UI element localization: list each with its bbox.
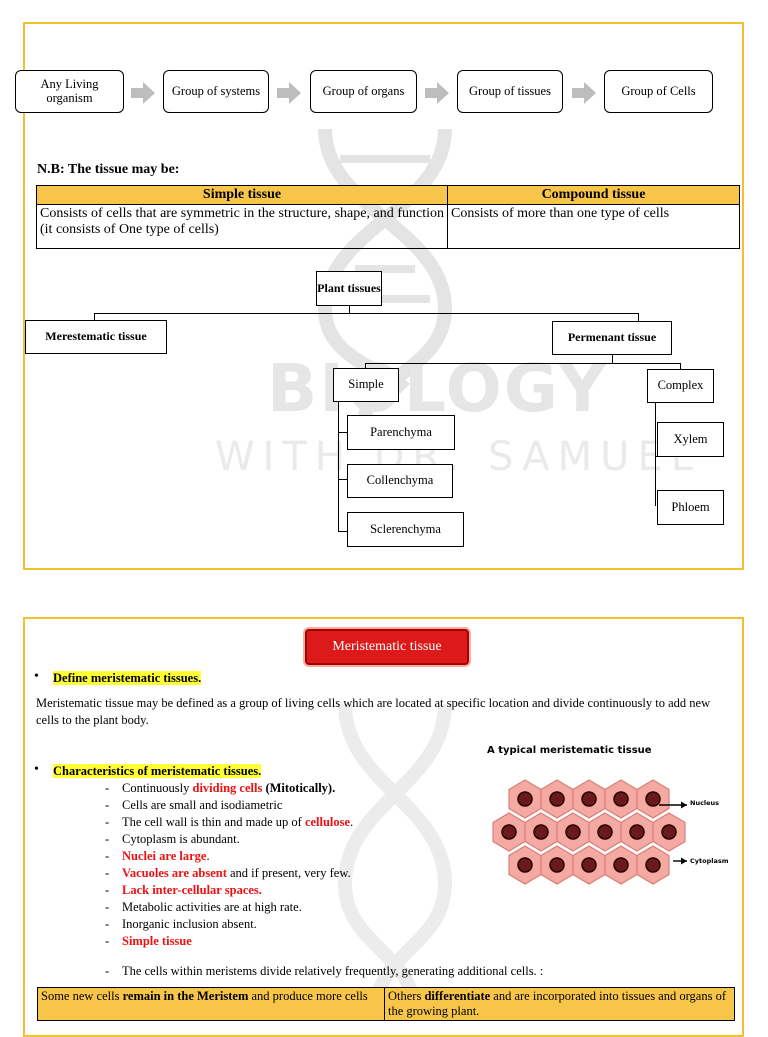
label-nucleus: Nucleus [690, 799, 719, 807]
flow-box-tissues: Group of tissues [457, 70, 563, 113]
nucleus-shape [598, 825, 612, 839]
define-label-wrap: Define meristematic tissues. [53, 670, 201, 687]
nucleus-shape [646, 792, 660, 806]
section-heading-meristematic: Meristematic tissue [305, 629, 469, 665]
characteristic-item: Simple tissue [105, 933, 465, 950]
meristem-outcome-table: Some new cells remain in the Meristem an… [37, 987, 735, 1021]
nucleus-shape [646, 858, 660, 872]
arrowhead-icon [681, 802, 687, 809]
nucleus-shape [502, 825, 516, 839]
meristematic-panel: Meristematic tissue • Define meristemati… [23, 617, 744, 1037]
tree-simple: Simple [333, 368, 399, 402]
nucleus-shape [566, 825, 580, 839]
arrow-right-icon [425, 82, 449, 104]
nb-label: N.B: The tissue may be: [37, 162, 179, 178]
nucleus-shape [518, 792, 532, 806]
watermark-subtitle: WITH DR. SAMUEL [215, 434, 701, 480]
nucleus-shape [582, 792, 596, 806]
arrow-right-icon [277, 82, 301, 104]
cell-diagram [463, 737, 733, 932]
characteristic-item: Cells are small and isodiametric [105, 797, 465, 814]
arrowhead-icon [681, 858, 687, 865]
tree-collenchyma: Collenchyma [347, 464, 453, 498]
flow-box-organism: Any Living organism [15, 70, 124, 113]
flow-box-cells: Group of Cells [604, 70, 713, 113]
nucleus-shape [550, 858, 564, 872]
tree-complex: Complex [647, 369, 714, 403]
note-list: The cells within meristems divide relati… [105, 963, 705, 980]
nucleus-shape [614, 858, 628, 872]
nucleus-shape [518, 858, 532, 872]
bullet-icon: • [34, 669, 39, 685]
characteristic-item: Continuously dividing cells (Mitotically… [105, 780, 465, 797]
figure-meristematic: A typical meristematic tissue Nucleus Cy… [463, 737, 733, 932]
flow-box-systems: Group of systems [163, 70, 269, 113]
tree-meristematic: Merestematic tissue [25, 320, 167, 354]
characteristics-label: Characteristics of meristematic tissues. [53, 764, 261, 778]
tissue-type-table: Simple tissue Compound tissue Consists o… [36, 185, 740, 249]
definition-text: Meristematic tissue may be defined as a … [36, 695, 736, 728]
table-header-simple: Simple tissue [37, 186, 448, 205]
label-cytoplasm: Cytoplasm [690, 857, 729, 865]
flow-box-organs: Group of organs [310, 70, 417, 113]
arrow-right-icon [572, 82, 596, 104]
outcome-differentiate-cell: Others differentiate and are incorporate… [385, 988, 735, 1021]
hierarchy-panel: BIOLOGY WITH DR. SAMUEL Any Living organ… [23, 22, 744, 570]
bullet-icon: • [34, 762, 39, 778]
characteristic-item: The cell wall is thin and made up of cel… [105, 814, 465, 831]
characteristic-item: Metabolic activities are at high rate. [105, 899, 465, 916]
nucleus-shape [582, 858, 596, 872]
characteristics-list: Continuously dividing cells (Mitotically… [105, 780, 465, 950]
note-text: The cells within meristems divide relati… [105, 963, 705, 980]
nucleus-shape [550, 792, 564, 806]
nucleus-shape [630, 825, 644, 839]
tree-parenchyma: Parenchyma [347, 415, 455, 450]
characteristic-item: Inorganic inclusion absent. [105, 916, 465, 933]
tree-phloem: Phloem [657, 490, 724, 525]
nucleus-shape [534, 825, 548, 839]
define-label: Define meristematic tissues. [53, 671, 201, 685]
table-cell-compound: Consists of more than one type of cells [448, 205, 740, 249]
nucleus-shape [614, 792, 628, 806]
table-cell-simple: Consists of cells that are symmetric in … [37, 205, 448, 249]
arrow-right-icon [131, 82, 155, 104]
table-header-compound: Compound tissue [448, 186, 740, 205]
tree-permanent: Permenant tissue [552, 321, 672, 355]
tree-xylem: Xylem [657, 422, 724, 457]
tree-root-plant-tissues: Plant tissues [316, 271, 382, 306]
characteristic-item: Cytoplasm is abundant. [105, 831, 465, 848]
characteristic-item: Vacuoles are absent and if present, very… [105, 865, 465, 882]
tree-sclerenchyma: Sclerenchyma [347, 512, 464, 547]
outcome-remain-cell: Some new cells remain in the Meristem an… [38, 988, 385, 1021]
nucleus-shape [662, 825, 676, 839]
characteristics-label-wrap: Characteristics of meristematic tissues. [53, 763, 261, 780]
characteristic-item: Lack inter-cellular spaces. [105, 882, 465, 899]
characteristic-item: Nuclei are large. [105, 848, 465, 865]
